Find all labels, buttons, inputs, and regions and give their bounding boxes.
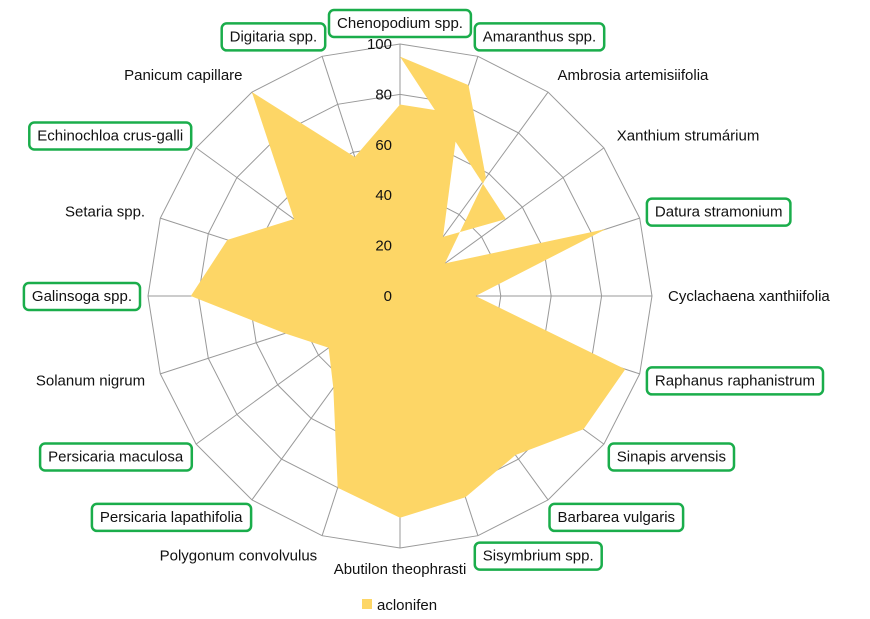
category-label-chenopodium-spp: Chenopodium spp. [337, 15, 463, 32]
category-label-datura-stramonium: Datura stramonium [655, 204, 783, 221]
highlight-box-persicaria-maculosa [38, 442, 194, 472]
category-labels: Chenopodium spp. Amaranthus spp. Ambrosia … [22, 8, 830, 578]
category-label-amaranthus-spp: Amaranthus spp. [483, 28, 596, 45]
highlight-box-galinsoga-spp [22, 281, 142, 312]
category-label-echinochloa-crus-galli: Echinochloa crus-galli [37, 128, 183, 145]
category-label-sinapis-arvensis: Sinapis arvensis [617, 449, 726, 466]
category-label-ambrosia-artemisiifolia: Ambrosia artemisiifolia [558, 67, 710, 84]
highlight-box-persicaria-lapathifolia [90, 502, 253, 533]
tick-label-100: 100 [367, 36, 392, 53]
tick-label-60: 60 [375, 137, 392, 154]
category-label-panicum-capillare: Panicum capillare [124, 67, 242, 84]
category-label-solanum-nigrum: Solanum nigrum [36, 372, 145, 389]
highlight-box-chenopodium-spp [327, 8, 473, 39]
tick-label-40: 40 [375, 187, 392, 204]
category-label-abutilon-theophrasti: Abutilon theophrasti [334, 561, 467, 578]
category-label-barbarea-vulgaris: Barbarea vulgaris [558, 509, 676, 526]
category-label-polygonum-convolvulus: Polygonum convolvulus [160, 548, 318, 565]
tick-label-0: 0 [384, 288, 392, 305]
highlight-box-amaranthus-spp [473, 22, 606, 52]
category-label-raphanus-raphanistrum: Raphanus raphanistrum [655, 372, 815, 389]
tick-label-20: 20 [375, 238, 392, 255]
category-label-xanthium-strum-rium: Xanthium strumárium [617, 128, 760, 145]
category-label-setaria-spp: Setaria spp. [65, 204, 145, 221]
highlight-box-echinochloa-crus-galli [28, 121, 193, 151]
series-area-aclonifen [190, 56, 626, 518]
highlight-box-digitaria-spp [220, 22, 327, 52]
radial-axis-ticks: 0 20 40 60 80 100 [367, 36, 392, 305]
legend-swatch-aclonifen [362, 599, 372, 609]
tick-label-80: 80 [375, 86, 392, 103]
category-label-galinsoga-spp: Galinsoga spp. [32, 288, 132, 305]
legend-label-aclonifen: aclonifen [377, 597, 437, 614]
highlight-box-raphanus-raphanistrum [645, 366, 825, 396]
highlight-box-barbarea-vulgaris [548, 502, 685, 533]
category-label-digitaria-spp: Digitaria spp. [230, 28, 318, 45]
category-label-cyclachaena-xanthiifolia: Cyclachaena xanthiifolia [668, 288, 830, 305]
highlight-box-sisymbrium-spp [473, 541, 603, 571]
category-label-persicaria-maculosa: Persicaria maculosa [48, 449, 184, 466]
radar-series [190, 56, 626, 518]
highlight-box-sinapis-arvensis [607, 442, 736, 472]
legend: aclonifen [362, 597, 437, 614]
highlight-box-datura-stramonium [645, 197, 792, 227]
category-label-persicaria-lapathifolia: Persicaria lapathifolia [100, 509, 243, 526]
category-label-sisymbrium-spp: Sisymbrium spp. [483, 548, 594, 565]
